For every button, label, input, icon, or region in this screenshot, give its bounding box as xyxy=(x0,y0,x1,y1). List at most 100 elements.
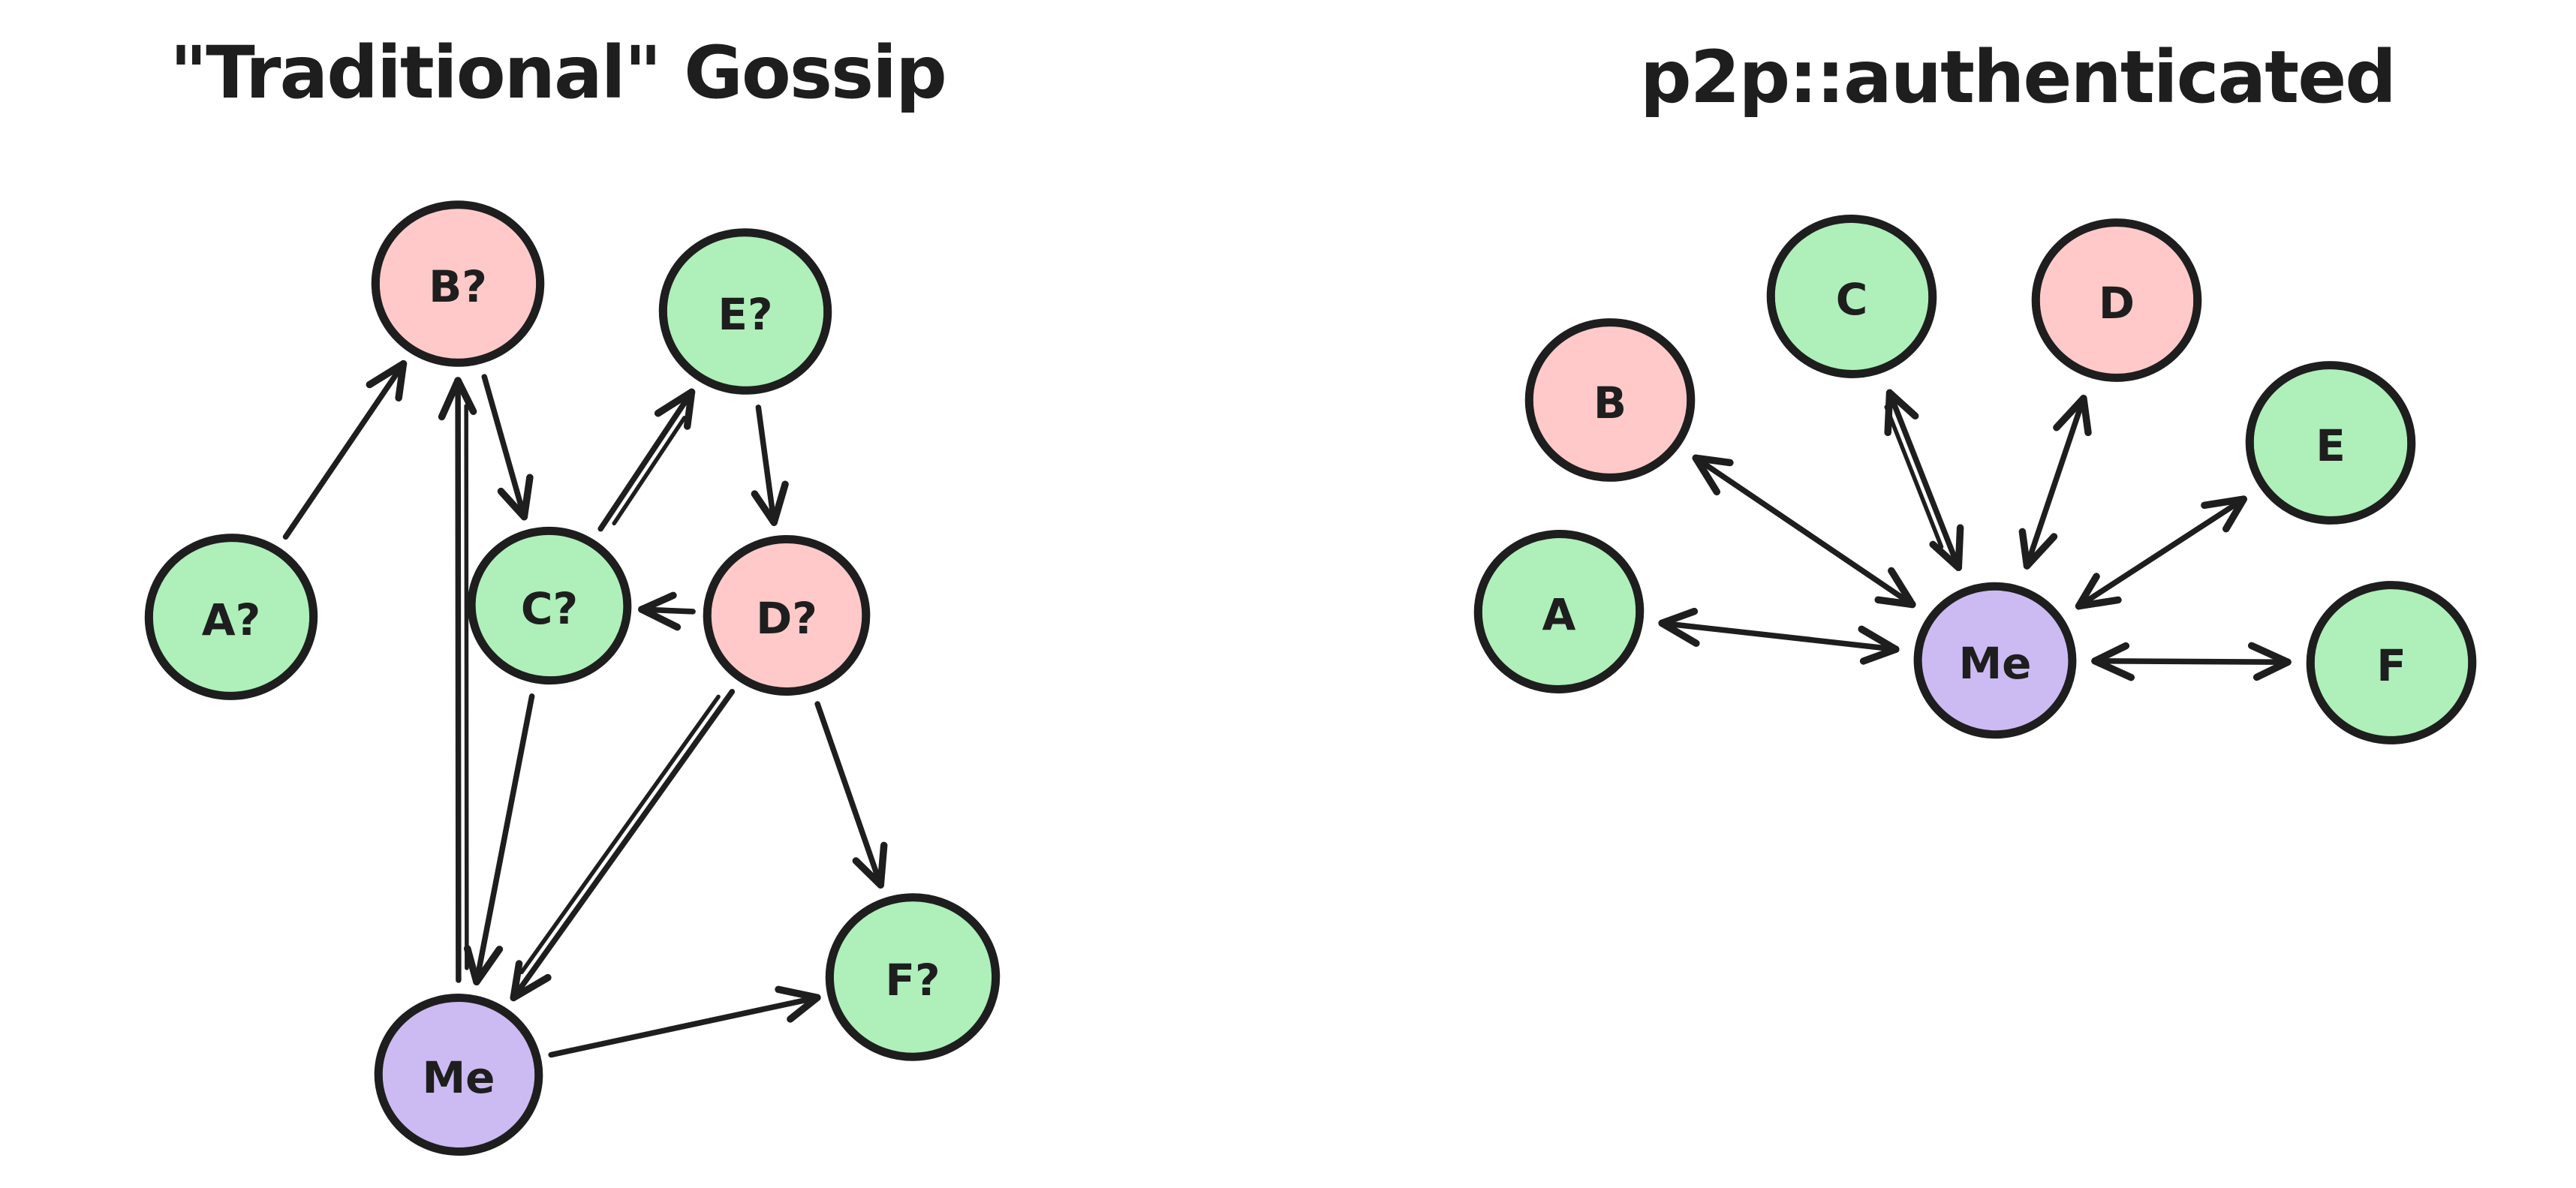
node-E: E xyxy=(2245,361,2416,525)
node-circle-A xyxy=(144,534,318,700)
node-circle-F xyxy=(2306,581,2477,744)
edge-A-B xyxy=(282,359,408,540)
arrowhead xyxy=(852,857,884,889)
edge-D-Me xyxy=(2018,395,2092,570)
node-circle-overdraw xyxy=(2311,581,2472,744)
arrowhead xyxy=(2247,642,2292,666)
arrowhead xyxy=(1692,454,1721,496)
edge-D-F xyxy=(814,701,888,889)
node-label-Me: Me xyxy=(1958,638,2031,689)
edge-line xyxy=(481,374,528,520)
arrowhead xyxy=(638,591,677,613)
edge-line xyxy=(1886,389,1962,571)
arrowhead xyxy=(1692,454,1734,467)
node-circle-C xyxy=(1766,215,1937,378)
node-circle-D xyxy=(703,534,871,696)
node-circle-overdraw xyxy=(708,535,865,696)
edge-B-C xyxy=(481,374,534,521)
arrowhead xyxy=(1885,389,1919,420)
arrowhead xyxy=(2075,596,2122,610)
node-label-Me: Me xyxy=(422,1052,495,1103)
node-D: D xyxy=(2031,218,2202,382)
arrowhead xyxy=(1658,607,1699,627)
edge-line xyxy=(597,389,695,532)
edge-D-Me xyxy=(510,688,736,1002)
node-F: F xyxy=(2306,581,2477,744)
arrowhead xyxy=(1929,540,1963,572)
node-label-E: E? xyxy=(718,289,772,340)
edge-sketch-line xyxy=(1884,405,1944,549)
edge-line xyxy=(282,360,407,540)
arrowhead xyxy=(2080,395,2092,437)
arrowhead xyxy=(2201,495,2247,510)
node-label-D: D xyxy=(2099,278,2135,329)
node-circle-E xyxy=(2245,361,2416,525)
arrowhead xyxy=(1658,619,1700,647)
edge-B-Me xyxy=(1692,454,1916,609)
node-circle-overdraw xyxy=(830,893,995,1061)
node-F: F? xyxy=(825,893,1001,1061)
arrowhead xyxy=(1874,596,1916,609)
edge-line xyxy=(2075,496,2246,609)
arrowhead xyxy=(1858,625,1900,653)
node-circle-overdraw xyxy=(376,200,540,367)
node-label-D: D? xyxy=(756,593,817,644)
node-A: A? xyxy=(144,534,318,700)
node-A: A xyxy=(1473,530,1645,693)
node-circle-overdraw xyxy=(1530,318,1690,482)
node-D: D? xyxy=(703,534,871,696)
edge-D-C xyxy=(638,591,696,631)
edge-Me-F xyxy=(548,985,821,1058)
edge-line xyxy=(455,377,462,983)
arrowhead xyxy=(638,606,682,631)
edge-Me-B xyxy=(438,377,477,983)
arrowhead xyxy=(770,480,789,526)
edge-A-Me xyxy=(1658,607,1900,665)
edge-line xyxy=(755,405,777,525)
node-circle-overdraw xyxy=(2250,361,2411,525)
node-E: E? xyxy=(658,228,832,395)
node-circle-overdraw xyxy=(1479,530,1639,693)
node-circle-F xyxy=(825,893,1001,1061)
arrowhead xyxy=(2252,658,2292,681)
arrowhead xyxy=(520,474,534,521)
arrowhead xyxy=(497,487,528,521)
edge-line xyxy=(2092,658,2291,665)
arrowhead xyxy=(787,994,821,1023)
node-label-B: B? xyxy=(429,261,487,312)
arrowhead xyxy=(2053,395,2087,432)
node-circle-Me xyxy=(374,994,543,1156)
arrowhead xyxy=(510,973,552,1002)
node-label-E: E xyxy=(2316,420,2346,471)
arrowhead xyxy=(438,377,462,421)
edge-line xyxy=(2024,395,2087,569)
edge-line xyxy=(1659,620,1899,652)
node-Me: Me xyxy=(1913,582,2077,739)
node-B: B xyxy=(1524,318,1696,482)
node-B: B? xyxy=(371,200,545,367)
left-diagram-title: "Traditional" Gossip xyxy=(170,31,947,115)
edge-sketch-line xyxy=(464,404,469,970)
arrowhead xyxy=(1859,645,1900,665)
arrowhead xyxy=(1888,567,1916,609)
node-label-C: C xyxy=(1836,274,1868,325)
edge-line xyxy=(1693,455,1915,608)
node-C: C xyxy=(1766,215,1937,378)
node-circle-overdraw xyxy=(2036,218,2197,382)
arrowhead xyxy=(2018,528,2031,570)
edge-line xyxy=(814,701,883,888)
node-circle-overdraw xyxy=(149,534,313,700)
arrowhead xyxy=(775,985,821,1002)
edge-C-Me xyxy=(463,693,535,986)
arrowhead xyxy=(463,945,480,986)
arrowhead xyxy=(2091,657,2135,681)
node-circle-overdraw xyxy=(1771,215,1932,378)
right-diagram-title: p2p::authenticated xyxy=(1639,35,2397,119)
edge-E-Me xyxy=(2075,495,2247,610)
arrowhead xyxy=(751,490,778,526)
node-Me: Me xyxy=(374,994,543,1156)
arrowhead xyxy=(2023,533,2058,570)
arrowhead xyxy=(877,841,888,889)
arrowhead xyxy=(683,388,696,430)
